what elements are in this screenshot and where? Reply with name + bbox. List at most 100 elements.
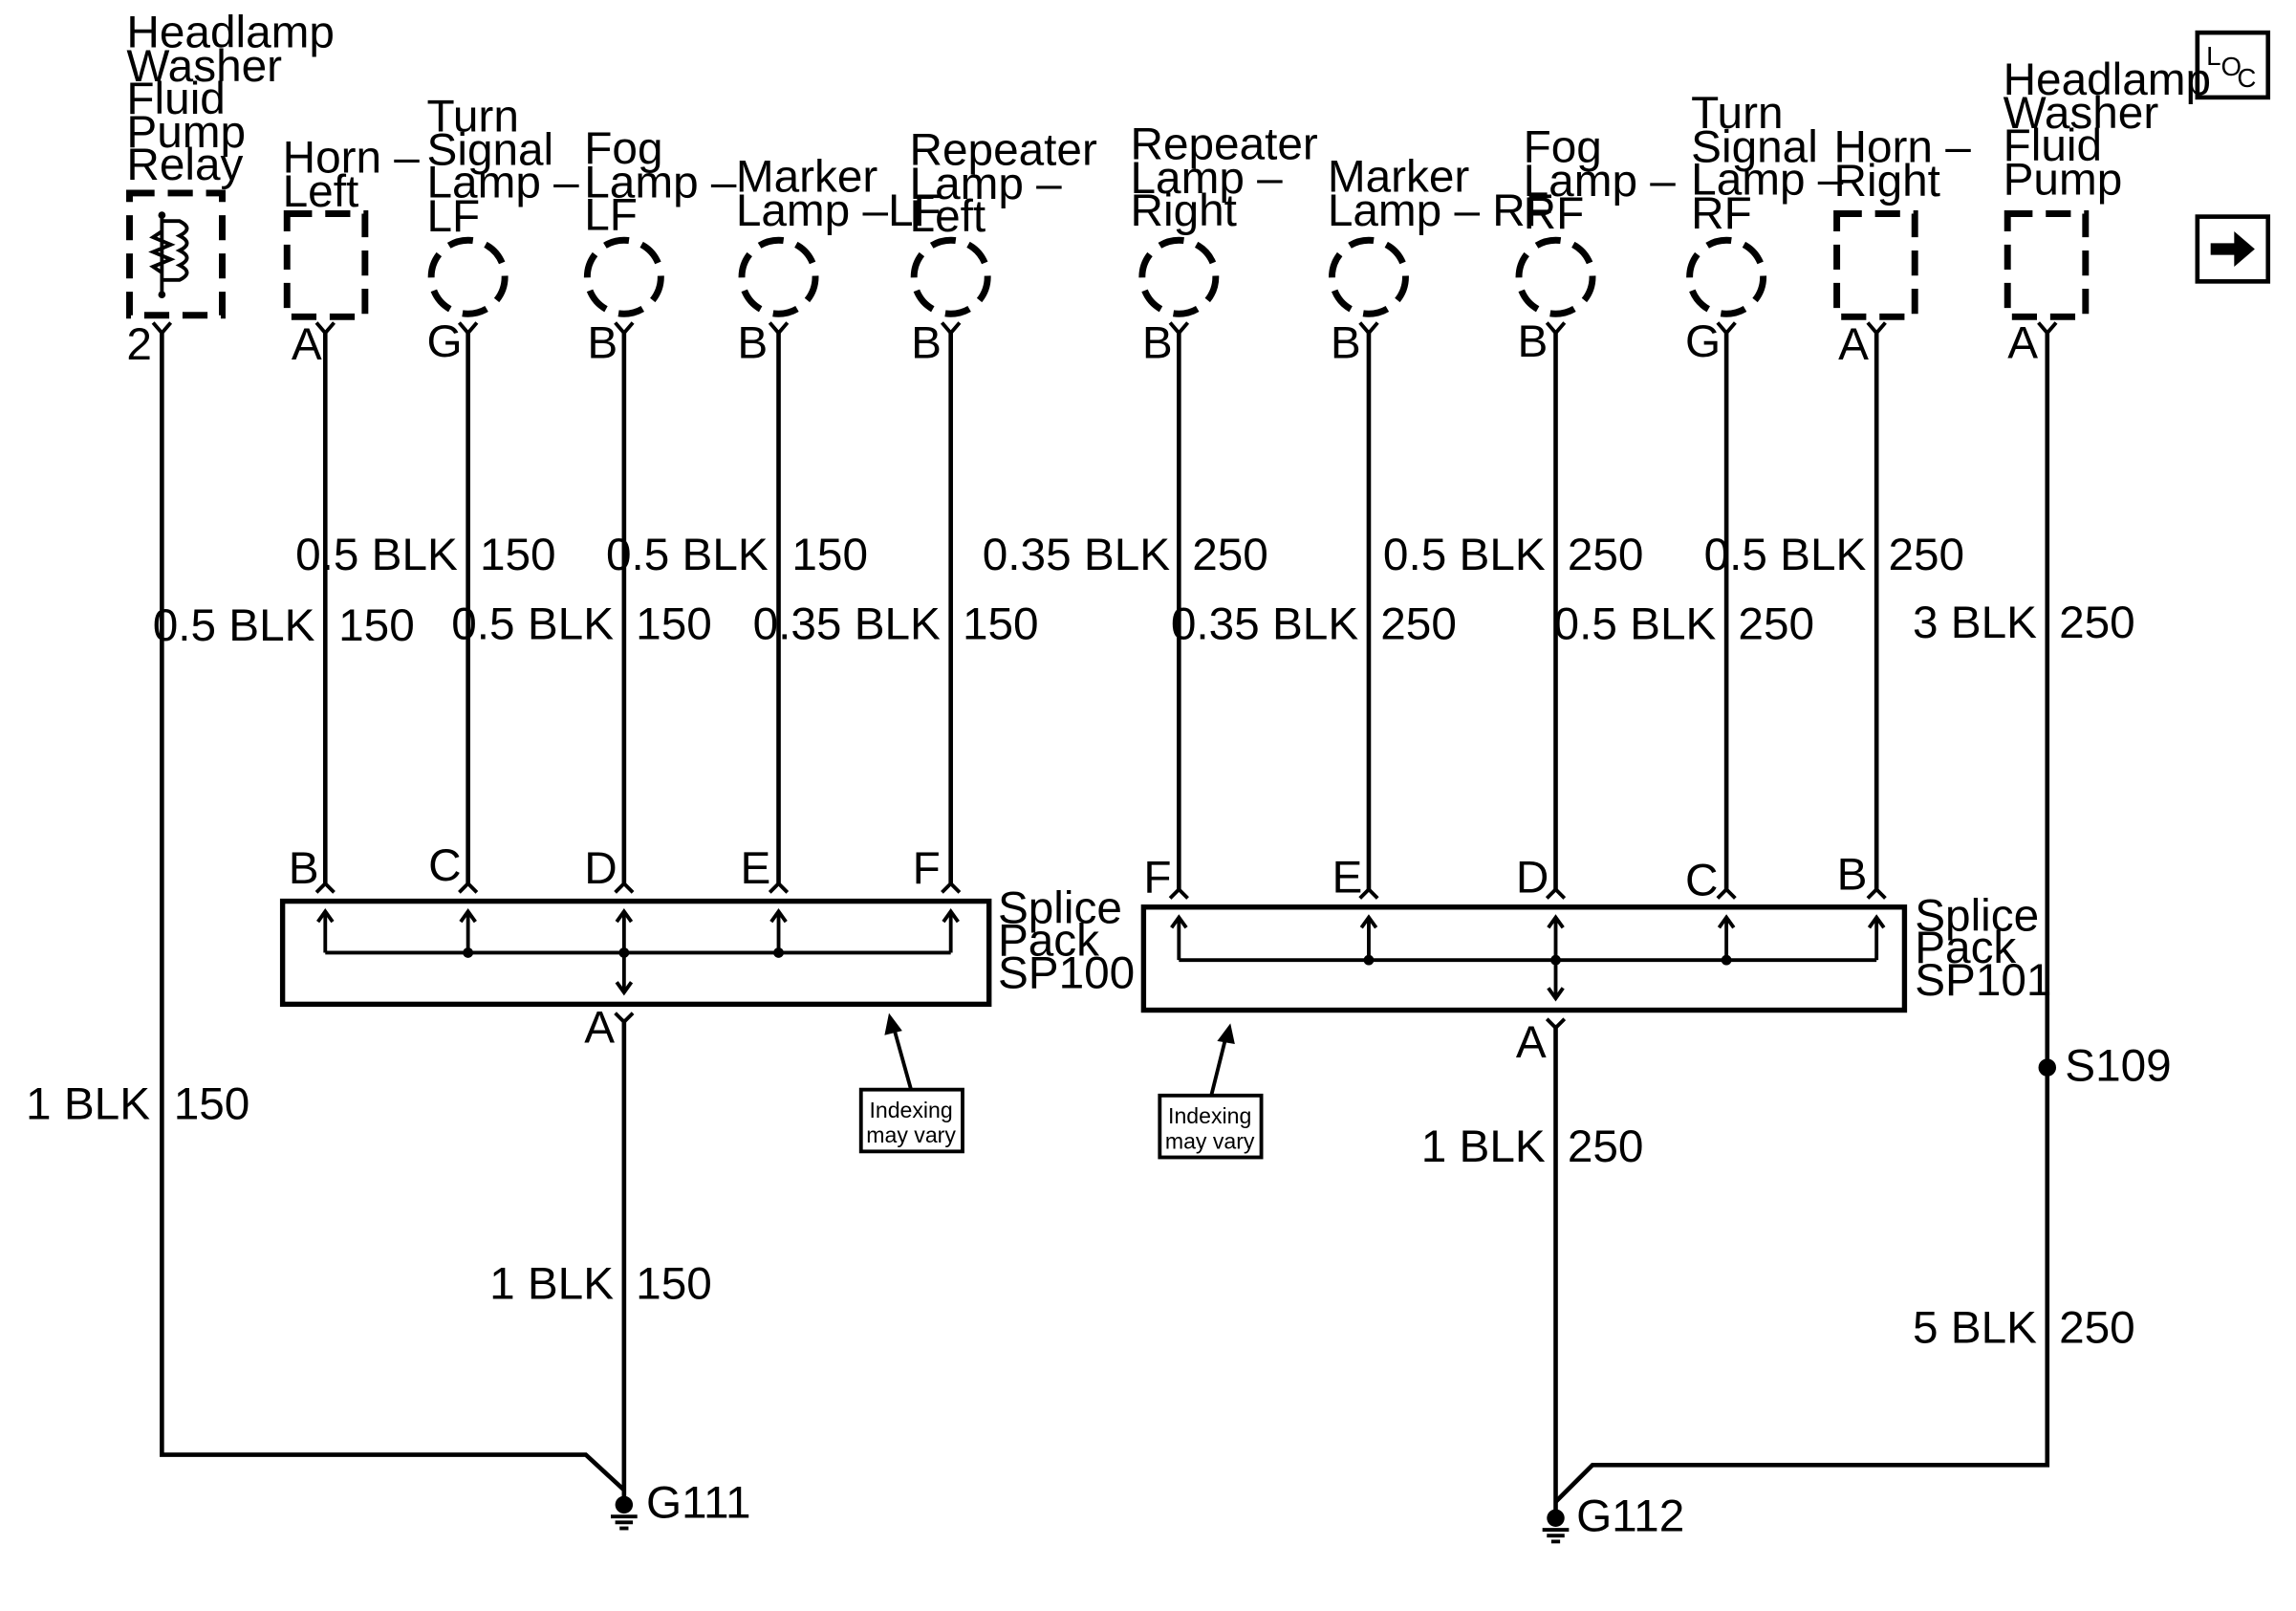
- svg-text:Fog: Fog: [584, 123, 662, 174]
- label-horn-left: Horn – Left: [283, 132, 421, 216]
- svg-text:G: G: [427, 316, 463, 367]
- svg-text:Indexing: Indexing: [869, 1098, 952, 1122]
- svg-text:250: 250: [1888, 530, 1964, 580]
- svg-text:S109: S109: [2065, 1040, 2171, 1091]
- svg-text:150: 150: [174, 1078, 250, 1129]
- wire-label-marker-rf: 0.35 BLK 250: [1171, 599, 1457, 650]
- svg-text:Turn: Turn: [427, 91, 519, 142]
- wire-labels: 0.5 BLK 150 0.5 BLK 150 0.5 BLK 150 0.5 …: [26, 530, 2135, 1353]
- turn-signal-lf-symbol: [427, 236, 509, 317]
- svg-text:150: 150: [480, 530, 556, 580]
- svg-text:0.5 BLK: 0.5 BLK: [295, 530, 458, 580]
- svg-text:0.5 BLK: 0.5 BLK: [606, 530, 769, 580]
- label-horn-right: Horn – Right: [1834, 122, 1972, 207]
- svg-text:C: C: [428, 840, 461, 891]
- indexing-note-left: Indexing may vary: [858, 1012, 964, 1154]
- svg-text:Indexing: Indexing: [1168, 1103, 1251, 1128]
- svg-text:C: C: [1685, 855, 1718, 905]
- svg-text:Lamp –: Lamp –: [910, 159, 1063, 209]
- next-page-button[interactable]: [2195, 214, 2271, 284]
- wire-label-turn-rf: 0.5 BLK 250: [1554, 599, 1815, 650]
- label-repeater-lamp-right: Repeater Lamp – Right: [1131, 120, 1318, 236]
- wires: [160, 333, 2050, 1514]
- svg-text:Headlamp: Headlamp: [2004, 54, 2212, 105]
- svg-text:0.5 BLK: 0.5 BLK: [1554, 599, 1717, 650]
- svg-text:Repeater: Repeater: [910, 125, 1097, 176]
- svg-text:Lamp –LF: Lamp –LF: [736, 185, 942, 236]
- svg-text:G: G: [1685, 316, 1721, 367]
- svg-text:B: B: [737, 317, 768, 368]
- label-turn-signal-rf: Turn Signal Lamp – RF: [1691, 88, 1844, 239]
- svg-text:Headlamp: Headlamp: [126, 8, 335, 58]
- wire-label-repeater-left: 0.35 BLK 150: [753, 599, 1039, 650]
- loc-icon: L: [2206, 41, 2220, 71]
- wire-label-fog-lf: 0.5 BLK 150: [451, 599, 712, 650]
- svg-text:Repeater: Repeater: [1131, 120, 1318, 170]
- svg-text:0.5 BLK: 0.5 BLK: [1704, 530, 1867, 580]
- label-repeater-lamp-left: Repeater Lamp – Left: [910, 125, 1097, 242]
- svg-text:1 BLK: 1 BLK: [489, 1258, 614, 1309]
- wire-label-sp100-ground: 1 BLK 150: [489, 1258, 712, 1309]
- svg-text:B: B: [1837, 849, 1868, 900]
- svg-text:250: 250: [1568, 1121, 1644, 1172]
- svg-text:C: C: [2237, 63, 2256, 93]
- splice-s109: S109: [2038, 1040, 2172, 1091]
- svg-text:150: 150: [636, 599, 712, 650]
- svg-text:0.5 BLK: 0.5 BLK: [1383, 530, 1546, 580]
- fog-lamp-rf-symbol: [1515, 236, 1596, 317]
- svg-text:Splice: Splice: [1915, 890, 2039, 941]
- wire-label-horn-left: 0.5 BLK 150: [153, 600, 415, 651]
- svg-text:D: D: [584, 843, 617, 894]
- svg-text:B: B: [911, 317, 942, 368]
- svg-text:RF: RF: [1691, 188, 1752, 239]
- svg-text:Horn –: Horn –: [1834, 122, 1972, 173]
- svg-text:Fluid: Fluid: [2004, 120, 2102, 171]
- svg-text:Lamp –: Lamp –: [1691, 155, 1844, 206]
- svg-text:Relay: Relay: [126, 140, 243, 190]
- label-hwfp: Headlamp Washer Fluid Pump: [2004, 54, 2212, 206]
- svg-text:Left: Left: [910, 191, 986, 242]
- svg-text:A: A: [2007, 317, 2038, 368]
- svg-text:D: D: [1516, 852, 1549, 903]
- svg-text:B: B: [1331, 317, 1361, 368]
- svg-text:0.35 BLK: 0.35 BLK: [753, 599, 941, 650]
- wire-label-hwfp: 3 BLK 250: [1913, 598, 2135, 648]
- svg-text:0.35 BLK: 0.35 BLK: [983, 530, 1170, 580]
- svg-text:Lamp –: Lamp –: [1524, 156, 1677, 207]
- fog-lamp-lf-symbol: [583, 236, 664, 317]
- svg-text:B: B: [289, 843, 319, 894]
- wire-label-repeater-right: 0.35 BLK 250: [983, 530, 1268, 580]
- svg-text:250: 250: [2059, 598, 2135, 648]
- svg-text:SP101: SP101: [1915, 955, 2051, 1006]
- svg-text:may vary: may vary: [866, 1122, 956, 1147]
- svg-text:250: 250: [1568, 530, 1644, 580]
- svg-text:Lamp –: Lamp –: [427, 158, 580, 208]
- wire-label-s109-ground: 5 BLK 250: [1913, 1303, 2135, 1354]
- loc-button[interactable]: L O C: [2195, 30, 2271, 100]
- svg-text:Turn: Turn: [1691, 88, 1783, 139]
- svg-text:SP100: SP100: [998, 947, 1135, 998]
- svg-text:Marker: Marker: [1328, 151, 1470, 202]
- turn-signal-rf-symbol: [1686, 236, 1767, 317]
- relay-symbol: [126, 189, 226, 319]
- connector-pins: 2 A G B B B B B B G A A: [126, 316, 2038, 370]
- svg-text:Left: Left: [283, 166, 359, 217]
- svg-text:1 BLK: 1 BLK: [1421, 1121, 1546, 1172]
- svg-text:A: A: [584, 1002, 615, 1053]
- svg-text:5 BLK: 5 BLK: [1913, 1303, 2037, 1354]
- svg-text:Pump: Pump: [126, 107, 246, 158]
- wire-label-turn-lf: 0.5 BLK 150: [295, 530, 556, 580]
- ground-g112: G112: [1542, 1491, 1684, 1544]
- svg-text:O: O: [2220, 52, 2242, 81]
- svg-text:Splice: Splice: [998, 883, 1122, 934]
- label-fog-lamp-lf: Fog Lamp – LF: [584, 123, 737, 240]
- svg-text:Pack: Pack: [1915, 923, 2016, 973]
- repeater-lamp-left-symbol: [910, 236, 991, 317]
- svg-text:Signal: Signal: [427, 125, 554, 176]
- horn-left-symbol: [283, 210, 369, 320]
- hwfp-symbol: [2004, 210, 2090, 320]
- svg-text:B: B: [587, 317, 617, 368]
- svg-text:0.5 BLK: 0.5 BLK: [451, 599, 614, 650]
- svg-text:LF: LF: [584, 189, 638, 240]
